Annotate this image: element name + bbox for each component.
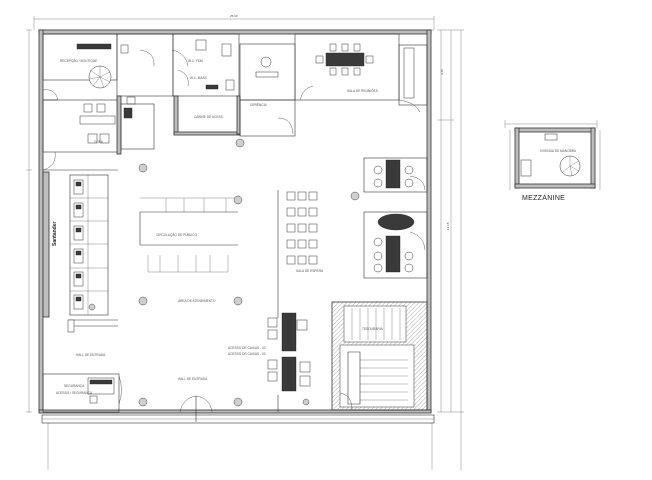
label-wc-male: W.C. MASC. <box>190 76 208 80</box>
label-bottom-left: ACESSO / SEGURANÇA <box>56 391 93 395</box>
left-service-area: COPA <box>42 95 155 171</box>
dim-top-total: 25,00 <box>230 14 238 18</box>
cashier-pods: ACESSO DE CAIXAS - 03 ACESSO DE CAIXAS -… <box>228 312 311 412</box>
label-reception: RECEPÇÃO / BOUTIQUE <box>60 58 97 63</box>
label-manager: GERÊNCIA <box>250 102 268 107</box>
entrance-hall: HALL DE ENTRADA <box>178 377 213 422</box>
label-cashier-1: ACESSO DE CAIXAS - 03 <box>228 346 266 350</box>
label-security-room: SEGURANÇA <box>64 384 85 388</box>
mezzanine-title: MEZZANINE <box>522 195 566 202</box>
label-work-area: ÁREA DE ATENDIMENTO <box>178 299 216 303</box>
left-dimension <box>26 29 32 413</box>
label-wc-female: W.C. FEM. <box>188 59 204 63</box>
dim-right-mid: 12,15 <box>446 222 450 230</box>
label-mezz-room: VIVENDA DE MANOBRA <box>540 149 577 153</box>
label-hall-entrance: HALL DE ENTRADA <box>178 377 208 381</box>
dressing-and-manager-rooms: CABINE DE ACESS. GERÊNCIA <box>173 43 296 137</box>
wc-blocks: W.C. FEM. W.C. MASC. <box>116 33 240 105</box>
label-waiting: SALA DE ESPERA <box>296 269 324 273</box>
atm-row-left <box>42 171 118 327</box>
reception-area: RECEPÇÃO / BOUTIQUE <box>42 33 118 101</box>
label-copa: COPA <box>94 140 104 144</box>
label-treasury: TESOURARIA <box>362 327 384 331</box>
top-dimension: 25,00 <box>33 14 435 31</box>
security-room: SEGURANÇA ACESSO / SEGURANÇA HALL DE ENT… <box>42 319 122 413</box>
mezzanine-plan: VIVENDA DE MANOBRA <box>504 120 601 190</box>
label-hall-small: HALL DE ENTRADA <box>76 353 106 357</box>
dim-right-top: 4,40 <box>440 69 444 75</box>
label-meeting-room: SALA DE REUNIÕES <box>347 88 378 93</box>
treasury-stair-core: TESOURARIA <box>331 301 428 411</box>
label-center-note: CIRCULAÇÃO DE PÚBLICO <box>156 232 198 237</box>
center-circulation: CIRCULAÇÃO DE PÚBLICO ÁREA DE ATENDIMENT… <box>139 197 238 303</box>
waiting-chairs: SALA DE ESPERA <box>277 190 324 318</box>
label-dressing: CABINE DE ACESS. <box>194 115 224 119</box>
structural-columns <box>138 138 360 407</box>
right-dimension: 4,40 12,15 <box>437 29 464 470</box>
label-cashier-2: ACESSO DE CAIXAS - 03 <box>228 352 266 356</box>
meeting-room: SALA DE REUNIÕES <box>294 33 428 113</box>
right-workstations <box>363 157 428 279</box>
bank-signage: Santander <box>52 221 58 246</box>
